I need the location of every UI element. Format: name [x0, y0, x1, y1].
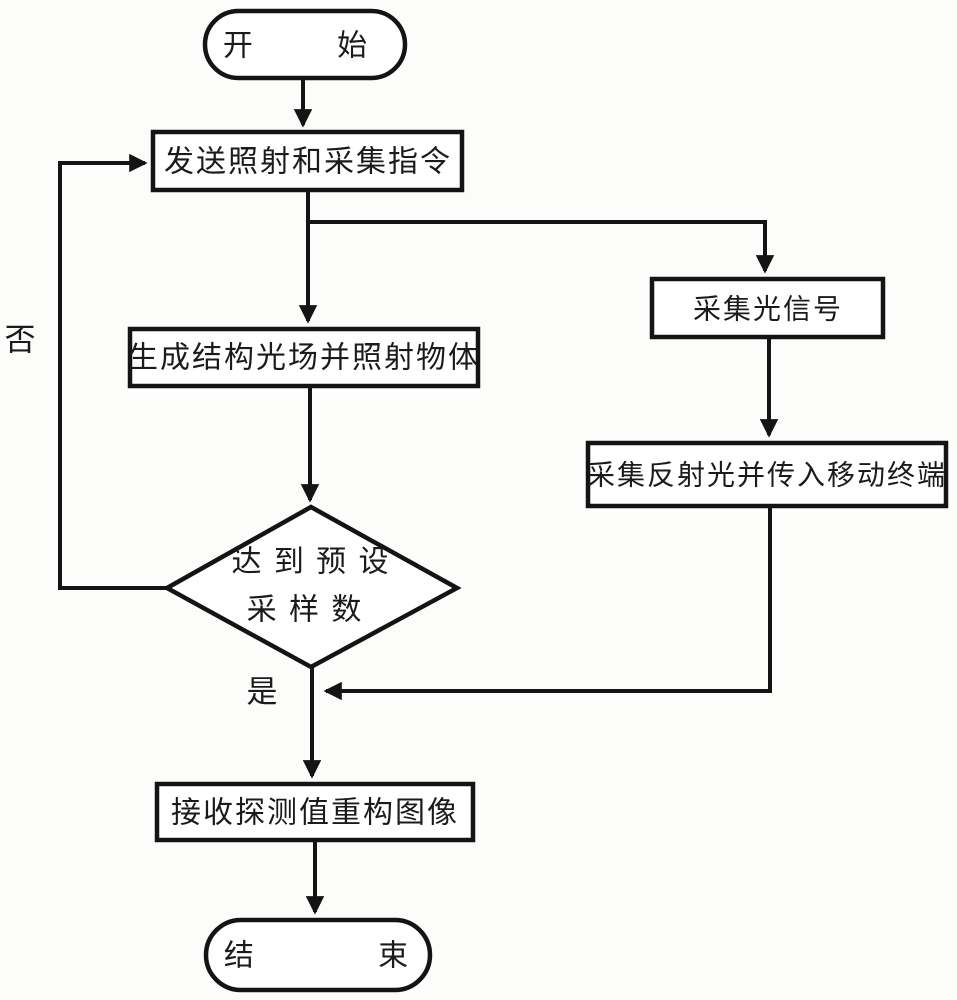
end-label: 结 束	[224, 940, 466, 973]
generate-light-field-label: 生成结构光场并照射物体	[128, 342, 480, 375]
edge-decision-no-loop	[58, 153, 168, 590]
reach-preset-decision	[162, 504, 462, 670]
send-command-label: 发送照射和采集指令	[164, 146, 452, 179]
edge-send-command-to-collect-signal	[308, 220, 775, 274]
no-branch-label: 否	[5, 323, 36, 358]
generate-light-field-process	[127, 326, 481, 389]
collect-reflected-light-label: 采集反射光并传入移动终端	[587, 460, 947, 491]
edge-collect-reflected-to-junction	[323, 507, 772, 701]
decision-label-line1: 达 到 预 设	[231, 546, 390, 579]
end-terminator	[203, 917, 433, 993]
reconstruct-image-process	[154, 781, 476, 843]
collect-light-signal-process	[649, 276, 886, 340]
decision-label-line2: 采 样 数	[247, 594, 364, 627]
start-terminator	[202, 8, 408, 81]
flow-connectors	[58, 80, 779, 915]
collect-light-signal-label: 采集光信号	[693, 294, 843, 325]
start-label: 开 始	[223, 30, 405, 63]
send-command-process	[150, 129, 465, 193]
reconstruct-image-label: 接收探测值重构图像	[171, 797, 459, 830]
yes-branch-label: 是	[247, 675, 278, 710]
flow-nodes: 开 始 发送照射和采集指令 生成结构光场并照射物体 达 到 预 设 采 样 数 …	[5, 8, 949, 993]
collect-reflected-light-process	[585, 440, 949, 509]
